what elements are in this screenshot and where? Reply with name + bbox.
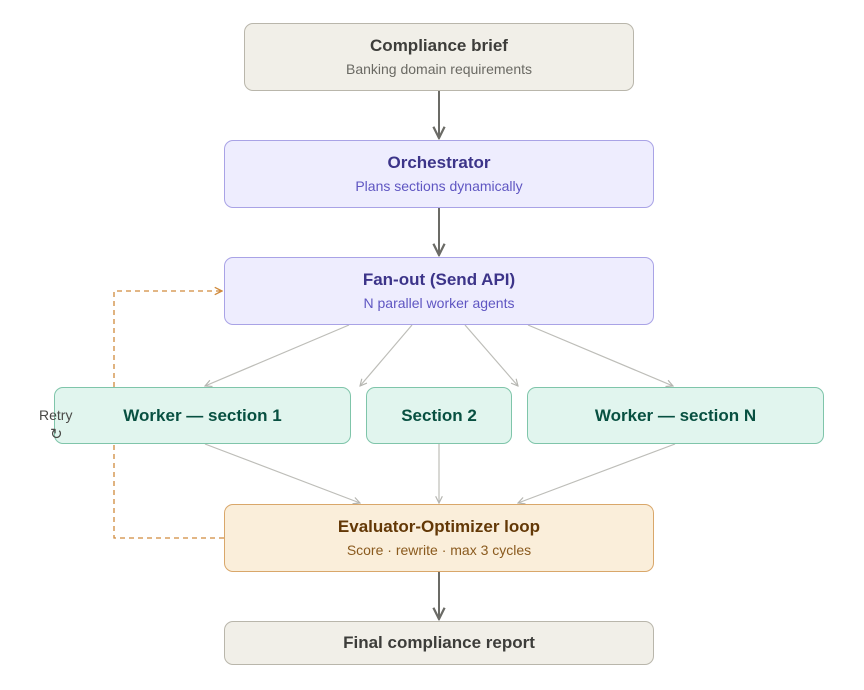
node-compliance-brief: Compliance brief Banking domain requirem…: [244, 23, 634, 91]
node-final-report: Final compliance report: [224, 621, 654, 665]
retry-icon: ↻: [50, 426, 63, 443]
node-worker-section-1: Worker — section 1: [54, 387, 351, 444]
retry-loop-arrow: [113, 291, 224, 539]
node-subtitle: Plans sections dynamically: [355, 178, 523, 194]
node-title: Compliance brief: [370, 36, 508, 55]
arrow-workerN-to-evaluator: [518, 443, 676, 503]
arrow-fanout-to-workerN: [527, 324, 673, 386]
node-title: Section 2: [401, 405, 477, 425]
arrow-fanout-to-worker2b: [464, 324, 518, 386]
node-title: Final compliance report: [343, 633, 535, 652]
node-evaluator-optimizer: Evaluator-Optimizer loop Score · rewrite…: [224, 504, 654, 572]
node-subtitle: N parallel worker agents: [363, 295, 515, 311]
arrow-fanout-to-worker1: [205, 324, 350, 386]
node-title: Evaluator-Optimizer loop: [337, 517, 541, 536]
node-title: Orchestrator: [387, 153, 491, 172]
arrow-fanout-to-worker2a: [360, 324, 413, 386]
node-title: Worker — section N: [594, 405, 757, 425]
arrow-worker1-to-evaluator: [204, 443, 360, 503]
node-subtitle: Score · rewrite · max 3 cycles: [346, 542, 532, 558]
node-worker-section-n: Worker — section N: [527, 387, 824, 444]
retry-label: Retry: [39, 407, 73, 423]
node-title: Fan-out (Send API): [362, 270, 516, 289]
node-orchestrator: Orchestrator Plans sections dynamically: [224, 140, 654, 208]
node-worker-section-2: Section 2: [366, 387, 512, 444]
node-title: Worker — section 1: [123, 405, 282, 425]
node-fanout: Fan-out (Send API) N parallel worker age…: [224, 257, 654, 325]
node-subtitle: Banking domain requirements: [346, 61, 532, 77]
